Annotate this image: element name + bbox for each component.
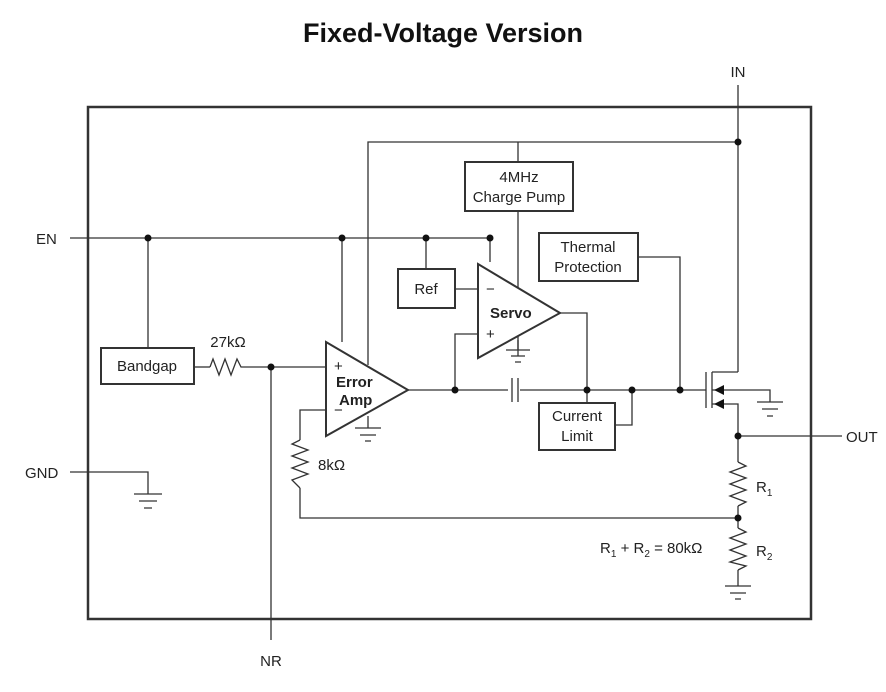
servo-label: Servo — [490, 305, 532, 322]
ground-icon — [355, 427, 381, 442]
resistor-8k-label: 8kΩ — [318, 457, 345, 474]
ground-icon — [506, 349, 530, 363]
ref-label: Ref — [414, 281, 438, 298]
resistor-r1 — [728, 461, 748, 507]
diagram-title: Fixed-Voltage Version — [302, 18, 584, 48]
servo-minus: − — [486, 281, 495, 298]
r1-label: R1 — [756, 479, 773, 499]
current-limit-line1: Current — [552, 408, 603, 425]
thermal-line2: Protection — [554, 259, 622, 276]
resistor-27k-label: 27kΩ — [210, 334, 245, 351]
current-limit-block: Current Limit — [538, 402, 616, 451]
resistor-27k — [209, 357, 244, 377]
bandgap-label: Bandgap — [117, 358, 177, 375]
resistor-8k — [290, 439, 310, 489]
compensation-capacitor — [511, 378, 519, 402]
chip-boundary — [86, 105, 813, 621]
bandgap-block: Bandgap — [100, 347, 195, 385]
ground-icon — [725, 585, 751, 600]
servo-plus: + — [486, 326, 495, 343]
resistor-r2 — [727, 527, 748, 571]
pin-nr-label: NR — [260, 653, 282, 670]
pin-out-label: OUT — [846, 429, 878, 446]
ref-block: Ref — [397, 268, 456, 309]
charge-pump-block: 4MHz Charge Pump — [464, 161, 574, 212]
junction-dots — [144, 138, 742, 522]
mosfet-arrow-gate — [714, 385, 724, 395]
error-amp: + − Error Amp — [325, 340, 411, 438]
error-amp-label-1: Error — [336, 374, 373, 391]
charge-pump-line2: Charge Pump — [473, 189, 566, 206]
ground-icon — [757, 401, 783, 417]
pin-gnd-label: GND — [25, 465, 59, 482]
error-amp-minus: − — [334, 402, 343, 419]
current-limit-line2: Limit — [561, 428, 594, 445]
thermal-line1: Thermal — [560, 239, 615, 256]
r2-label: R2 — [756, 543, 773, 563]
error-amp-label-2: Amp — [339, 392, 372, 409]
servo-amp: − + Servo — [477, 262, 563, 360]
mosfet-arrow-source — [714, 399, 724, 409]
charge-pump-line1: 4MHz — [499, 169, 538, 186]
thermal-protection-block: Thermal Protection — [538, 232, 639, 282]
pin-en-label: EN — [36, 231, 57, 248]
resistor-equation: R1 + R2 = 80kΩ — [600, 540, 702, 560]
pin-in-label: IN — [731, 64, 746, 81]
ground-icon — [134, 493, 162, 509]
error-amp-plus: + — [334, 358, 343, 375]
